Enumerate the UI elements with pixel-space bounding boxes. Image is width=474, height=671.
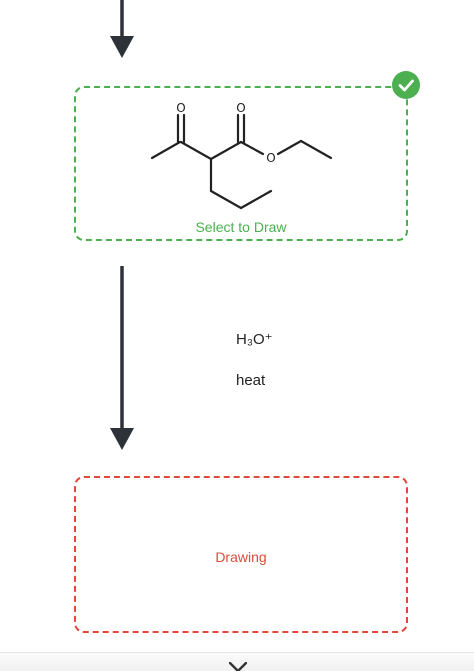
drawing-label: Drawing xyxy=(215,549,267,565)
chevron-down-icon[interactable] xyxy=(229,662,247,671)
check-icon xyxy=(392,71,420,99)
top-down-arrow-icon xyxy=(110,0,134,58)
bottom-panel-bar[interactable] xyxy=(0,652,474,671)
reagent-acid: H₃O⁺ xyxy=(236,331,273,348)
starting-material-structure: O O O xyxy=(150,101,333,210)
reaction-down-arrow-icon xyxy=(110,266,134,450)
ester-carbonyl-oxygen-label: O xyxy=(236,101,245,115)
starting-material-box[interactable]: O O O Select to Draw xyxy=(74,86,408,241)
product-drawing-box[interactable]: Drawing xyxy=(74,476,408,633)
ketone-oxygen-label: O xyxy=(176,101,185,115)
ester-ether-oxygen-label: O xyxy=(266,151,275,165)
reagent-condition-heat: heat xyxy=(236,372,266,389)
select-to-draw-label: Select to Draw xyxy=(195,219,287,235)
